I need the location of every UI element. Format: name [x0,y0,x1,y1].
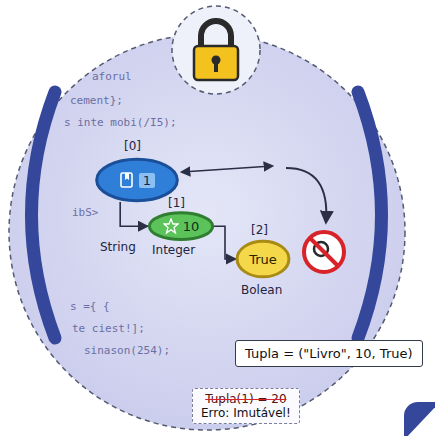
element-ellipse: 1 [95,158,179,202]
code-watermark: s inte mobi(/I5); [64,116,177,129]
code-text: Tupla = ("Livro", 10, True) [245,346,413,361]
ellipse-outline [95,158,179,202]
background-circle [9,34,405,430]
code-watermark: aforul [92,70,132,83]
type-label: Bolean [241,283,282,297]
element-value: 10 [183,219,200,234]
element-ellipse: True [236,240,290,278]
ellipse-outline [148,212,214,240]
index-label: [2] [251,223,268,237]
left-parenthesis [32,92,56,338]
book-icon [119,172,135,188]
code-watermark: cement}; [70,94,123,107]
lock-circle [172,6,260,94]
type-label: Integer [152,243,195,257]
star-icon [163,218,179,234]
element-value: True [249,252,277,267]
tuple-box: Tupla = ("Livro", 10, True) [235,340,423,367]
double-arrow [182,166,272,172]
code-watermark: sinason(254); [84,344,170,357]
index-label: [1] [168,196,185,210]
element-ellipse: 10 [148,212,214,240]
element-value: 1 [139,173,155,188]
no-search-symbol [304,232,344,272]
type-label: String [100,240,136,254]
index-label: [0] [124,139,141,153]
code-watermark: te ciest!]; [72,322,145,335]
code-watermark: s ={ { [70,300,110,313]
right-parenthesis [358,92,382,338]
code-text: Erro: Imutável! [201,406,291,420]
error-box: Tupla(1) = 20Erro: Imutável! [192,388,300,424]
lock-icon [194,21,238,80]
curved-arrow [286,168,326,222]
connector-arrow [214,226,236,259]
code-watermark: ibS> [72,206,99,219]
corner-shape [404,402,435,436]
connector-arrow [120,202,148,226]
struck-code: Tupla(1) = 20 [205,392,286,406]
